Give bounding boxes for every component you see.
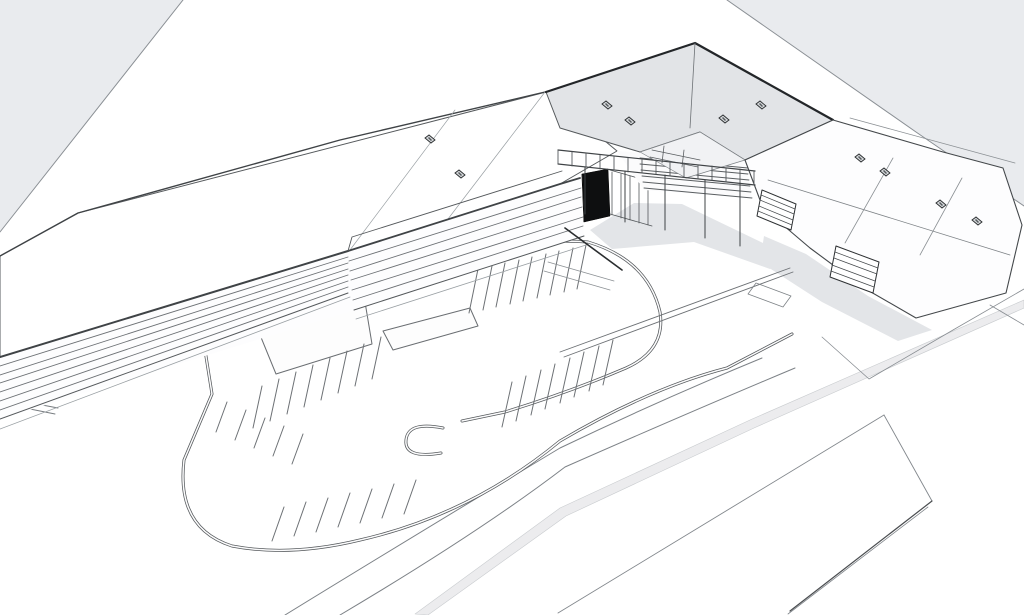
main-roof-seam-2 — [447, 91, 546, 220]
wing-louver-box-1 — [756, 189, 797, 231]
facade-base-edge — [0, 292, 349, 420]
road-median — [414, 299, 1024, 615]
center-ground-line — [355, 244, 587, 320]
center-base-edge — [353, 235, 585, 311]
parking-stripes-row-a — [252, 336, 382, 429]
wing-louver-box-2-slats — [830, 251, 879, 288]
ground-plane-left-edge — [0, 0, 184, 233]
parking-stripes-row-c — [501, 339, 614, 428]
main-roof-back-edge — [0, 91, 546, 257]
facade-parapet-edge — [0, 250, 349, 358]
center-parapet-inner-edge — [347, 170, 563, 252]
east-wing-body — [744, 119, 1023, 319]
entry-canopy-columns — [584, 166, 741, 247]
entry-canopy-rungs — [557, 149, 755, 186]
road-edge-line-1 — [284, 357, 763, 615]
road-edge-line-2 — [339, 367, 796, 615]
lot-strip-far-edge-inner — [787, 506, 929, 615]
entry-feature-wall — [581, 168, 611, 223]
entry-path-lines — [543, 261, 615, 291]
rooftop-units — [424, 100, 983, 226]
parking-stripes-row-e — [271, 479, 417, 542]
wing-louver-box-2 — [829, 245, 880, 294]
facade-louver-bands — [0, 256, 349, 411]
shadow-east-wing — [760, 236, 932, 341]
lot-strip-far-edge-outer — [789, 500, 933, 612]
shadow-entrance-court — [590, 203, 792, 269]
entry-canopy-rails — [557, 149, 756, 186]
parking-stripes-row-d — [215, 401, 304, 465]
parking-hook-west-inner — [405, 425, 444, 456]
landscape-island-2 — [382, 307, 479, 351]
parking-curb-outline-inner — [182, 299, 793, 552]
lot-strip-near-edge — [557, 414, 885, 614]
front-walk-pad — [747, 282, 792, 308]
entry-step-shadow-line — [564, 227, 623, 271]
main-roof-seam-1 — [349, 109, 456, 251]
far-lot-edge-short — [989, 304, 1024, 326]
wing-north-drive-line — [849, 117, 1016, 164]
center-parapet-top-edge — [347, 177, 581, 252]
far-lot-boundary — [821, 288, 1024, 380]
east-wing-roof-fold — [767, 179, 1011, 256]
parking-stripes-row-b — [468, 244, 587, 314]
facade-ground-line — [0, 296, 351, 430]
center-louver-bands — [348, 187, 584, 301]
lot-strip-north-edge — [883, 414, 933, 502]
tower-roof-fold — [689, 42, 696, 129]
front-sidewalk-lines — [559, 267, 794, 358]
wing-louver-box-1-slats — [757, 194, 796, 226]
